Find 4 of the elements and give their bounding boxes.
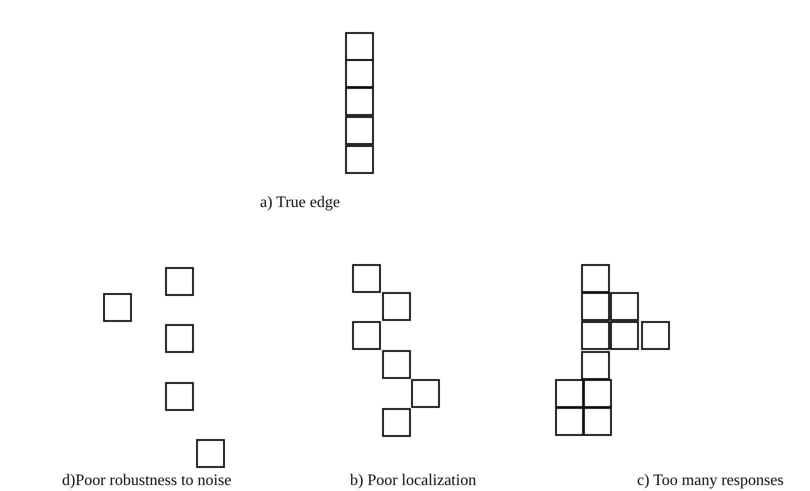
caption: d)Poor robustness to noise [62,472,232,490]
caption: b) Poor localization [350,472,476,490]
caption: c) Too many responses [637,472,784,490]
caption: a) True edge [260,194,340,212]
